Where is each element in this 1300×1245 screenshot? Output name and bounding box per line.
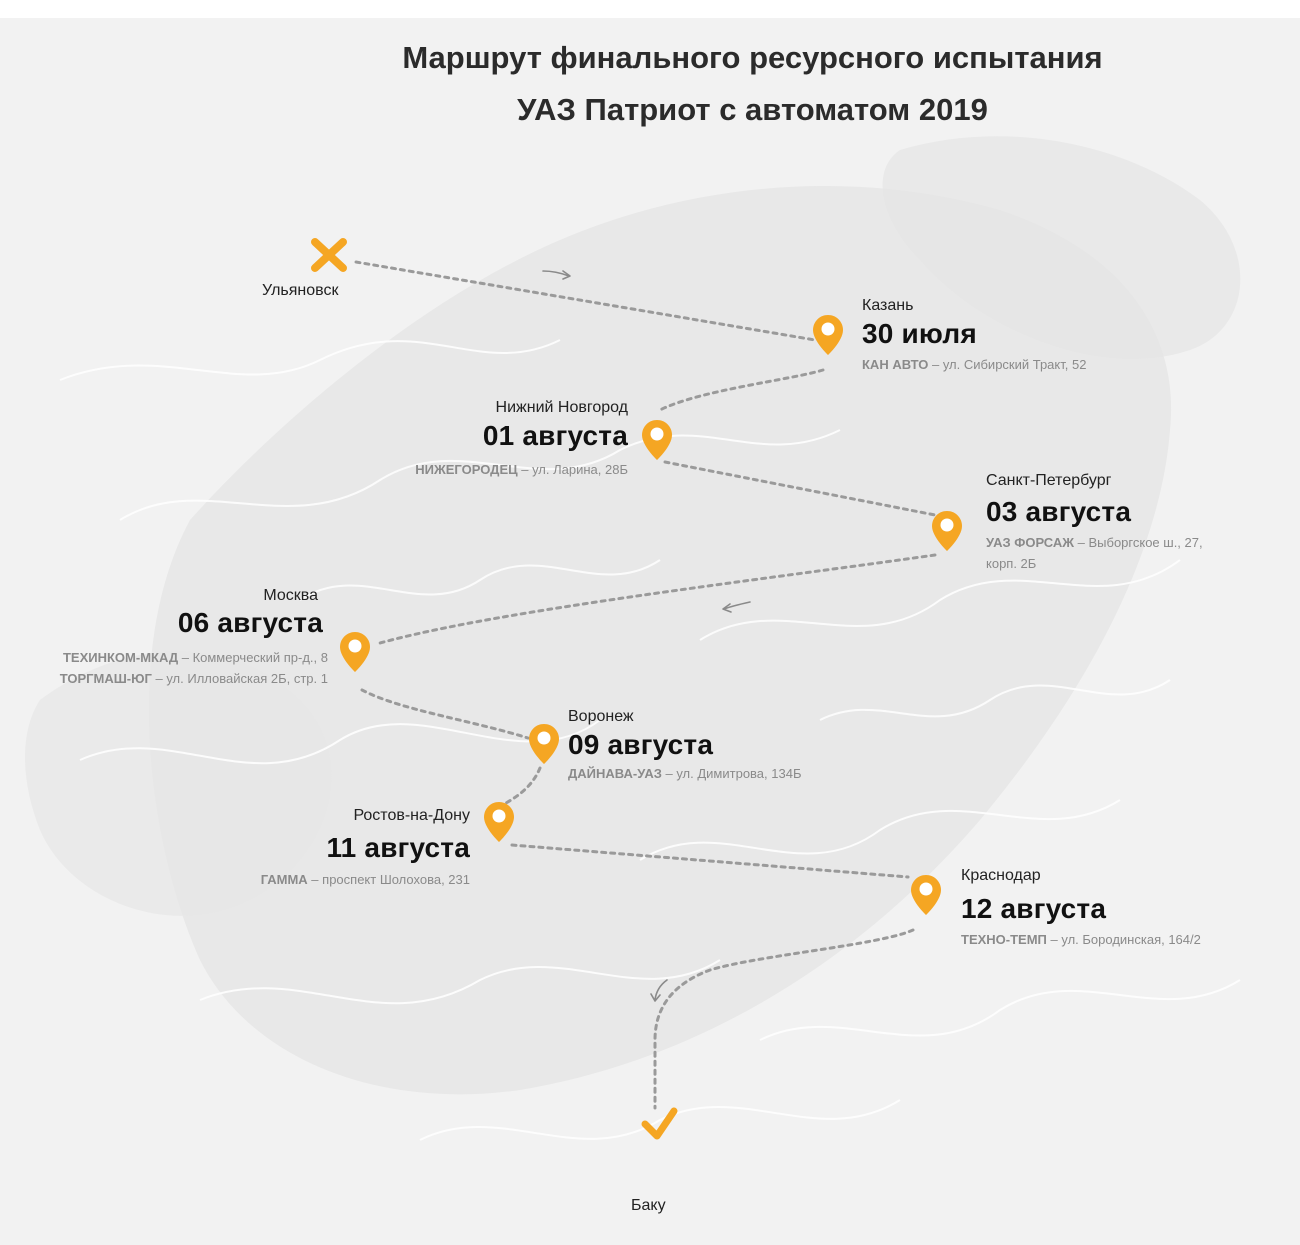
map-background xyxy=(25,136,1241,1141)
dealer-separator: – xyxy=(661,766,677,781)
dealer-separator: – xyxy=(928,357,943,372)
stop-date-moscow: 06 августа xyxy=(177,607,323,638)
dealer-separator: – xyxy=(1074,535,1089,550)
dealer-name: ДАЙНАВА-УАЗ xyxy=(568,766,662,781)
dealer-line: УАЗ ФОРСАЖ – Выборгское ш., 27, xyxy=(986,532,1203,553)
dealer-name: ТЕХНО-ТЕМП xyxy=(961,932,1047,947)
dealer-address: проспект Шолохова, 231 xyxy=(322,872,470,887)
stop-city-krasnodar: Краснодар xyxy=(961,867,1041,884)
stop-dealer-nizhny-novgorod: НИЖЕГОРОДЕЦ – ул. Ларина, 28Б xyxy=(340,459,628,480)
dealer-address: ул. Илловайская 2Б, стр. 1 xyxy=(166,671,328,686)
title-line-1: Маршрут финального ресурсного испытания xyxy=(402,40,1103,75)
map-pin-icon xyxy=(340,632,370,672)
map-pin-icon xyxy=(529,724,559,764)
stop-city-kazan: Казань xyxy=(862,297,914,314)
page-title: Маршрут финального ресурсного испытания … xyxy=(380,32,1125,136)
dealer-name: ГАММА xyxy=(260,872,308,887)
dealer-line: ТОРГМАШ-ЮГ – ул. Илловайская 2Б, стр. 1 xyxy=(20,668,328,689)
route-line xyxy=(354,260,937,1110)
dealer-name: НИЖЕГОРОДЕЦ xyxy=(415,462,518,477)
dealer-address: ул. Бородинская, 164/2 xyxy=(1061,932,1201,947)
stop-city-nizhny-novgorod: Нижний Новгород xyxy=(495,399,628,416)
stop-dealer-kazan: КАН АВТО – ул. Сибирский Тракт, 52 xyxy=(862,354,1086,375)
map-pin-icon xyxy=(813,315,843,355)
arrow-icon xyxy=(542,270,571,280)
title-line-2: УАЗ Патриот с автоматом 2019 xyxy=(517,92,988,127)
top-strip xyxy=(0,0,1300,18)
dealer-name: ТОРГМАШ-ЮГ xyxy=(59,671,152,686)
stop-date-krasnodar: 12 августа xyxy=(961,893,1107,924)
map-pin-icon xyxy=(642,420,672,460)
dealer-address: ул. Ларина, 28Б xyxy=(532,462,628,477)
stop-date-nizhny-novgorod: 01 августа xyxy=(482,420,628,451)
stop-date-voronezh: 09 августа xyxy=(568,729,714,760)
dealer-address: Выборгское ш., 27, xyxy=(1088,535,1203,550)
map-pin-icon xyxy=(484,802,514,842)
dealer-separator: – xyxy=(517,462,533,477)
arrow-icon xyxy=(650,979,668,1002)
stop-dealer-saint-petersburg: УАЗ ФОРСАЖ – Выборгское ш., 27, корп. 2Б xyxy=(986,532,1203,574)
stop-city-saint-petersburg: Санкт-Петербург xyxy=(986,472,1112,489)
stop-dealer-voronezh: ДАЙНАВА-УАЗ – ул. Димитрова, 134Б xyxy=(568,763,801,784)
arrow-icon xyxy=(722,601,751,613)
dealer-separator: – xyxy=(307,872,323,887)
stop-dealer-krasnodar: ТЕХНО-ТЕМП – ул. Бородинская, 164/2 xyxy=(961,929,1201,950)
stop-city-voronezh: Воронеж xyxy=(568,708,634,725)
dealer-address: ул. Димитрова, 134Б xyxy=(676,766,802,781)
map-pin-icon xyxy=(911,875,941,915)
finish-city: Баку xyxy=(631,1197,666,1214)
stop-dealer-moscow: ТЕХИНКОМ-МКАД – Коммерческий пр-д., 8 ТО… xyxy=(20,647,328,689)
dealer-address-continued: корп. 2Б xyxy=(986,556,1037,571)
dealer-line: ТЕХИНКОМ-МКАД – Коммерческий пр-д., 8 xyxy=(20,647,328,668)
cross-icon xyxy=(311,238,347,272)
dealer-separator: – xyxy=(178,650,193,665)
stop-city-rostov-on-don: Ростов-на-Дону xyxy=(353,807,470,824)
dealer-address: Коммерческий пр-д., 8 xyxy=(192,650,328,665)
stop-date-rostov-on-don: 11 августа xyxy=(326,832,470,863)
map-pin-icon xyxy=(932,511,962,551)
checkmark-icon xyxy=(641,1107,678,1140)
start-city: Ульяновск xyxy=(262,282,339,299)
dealer-name: ТЕХИНКОМ-МКАД xyxy=(62,650,179,665)
stop-date-kazan: 30 июля xyxy=(862,318,977,349)
dealer-address: ул. Сибирский Тракт, 52 xyxy=(942,357,1087,372)
dealer-name: УАЗ ФОРСАЖ xyxy=(986,535,1075,550)
stop-city-moscow: Москва xyxy=(263,587,318,604)
dealer-separator: – xyxy=(151,671,167,686)
stop-date-saint-petersburg: 03 августа xyxy=(986,496,1132,527)
dealer-name: КАН АВТО xyxy=(862,357,929,372)
dealer-separator: – xyxy=(1046,932,1062,947)
stop-dealer-rostov-on-don: ГАММА – проспект Шолохова, 231 xyxy=(190,869,470,890)
